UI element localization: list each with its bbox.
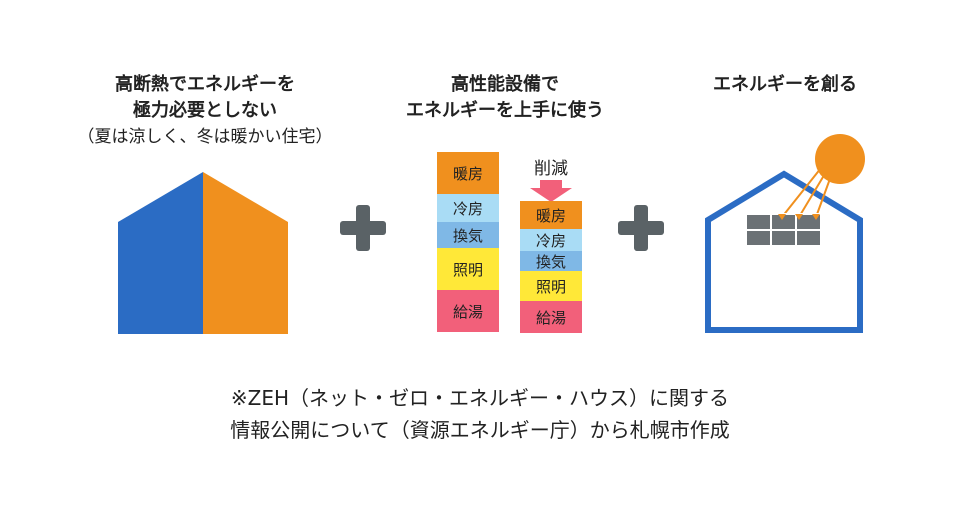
- insulation-heading-line-1: 高断熱でエネルギーを: [115, 74, 295, 95]
- equipment-heading: 高性能設備で エネルギーを上手に使う: [380, 72, 630, 124]
- source-note: ※ZEH（ネット・ゼロ・エネルギー・ハウス）に関する 情報公開について（資源エネ…: [0, 382, 960, 446]
- solar-panel-icon: [745, 213, 822, 247]
- before-cooling-block: 冷房: [437, 194, 499, 222]
- source-note-line-2: 情報公開について（資源エネルギー庁）から札幌市作成: [230, 418, 730, 442]
- after-lighting-block: 照明: [520, 271, 582, 301]
- reduction-label: 削減: [534, 159, 568, 179]
- equipment-heading-line-2: エネルギーを上手に使う: [406, 100, 604, 121]
- after-cooling-block: 冷房: [520, 229, 582, 251]
- plus-icon: [618, 205, 664, 251]
- insulated-house-icon: [118, 172, 288, 334]
- before-ventilation-block: 換気: [437, 222, 499, 248]
- house-left-half: [118, 172, 203, 334]
- insulation-subtext: （夏は涼しく、冬は暖かい住宅）: [77, 127, 333, 147]
- down-arrow-icon: [530, 180, 572, 202]
- insulation-heading: 高断熱でエネルギーを 極力必要としない: [60, 72, 350, 124]
- before-lighting-block: 照明: [437, 248, 499, 290]
- source-note-line-1: ※ZEH（ネット・ゼロ・エネルギー・ハウス）に関する: [230, 386, 730, 410]
- after-ventilation-block: 換気: [520, 251, 582, 271]
- before-heating-block: 暖房: [437, 152, 499, 194]
- create-energy-heading: エネルギーを創る: [680, 72, 890, 98]
- equipment-heading-line-1: 高性能設備で: [451, 74, 559, 95]
- house-outline: [705, 170, 863, 333]
- create-energy-heading-line-1: エネルギーを創る: [713, 74, 857, 95]
- sun-rays: [781, 167, 832, 218]
- before-hot-water-block: 給湯: [437, 290, 499, 332]
- plus-icon: [340, 205, 386, 251]
- solar-house-icon: [705, 134, 865, 333]
- after-hot-water-block: 給湯: [520, 301, 582, 333]
- after-heating-block: 暖房: [520, 201, 582, 229]
- house-right-half: [203, 172, 288, 334]
- sun-icon: [815, 134, 865, 184]
- insulation-heading-line-2: 極力必要としない: [133, 100, 277, 121]
